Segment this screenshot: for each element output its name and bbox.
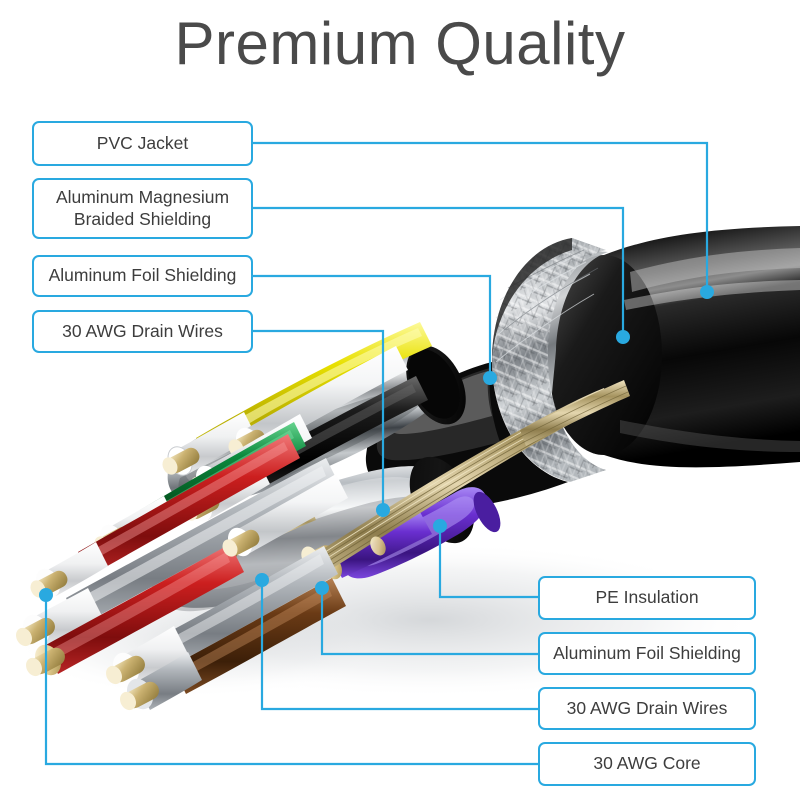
callout-pe-insulation[interactable]: PE Insulation <box>538 576 756 620</box>
callout-pvc-jacket[interactable]: PVC Jacket <box>32 121 253 166</box>
callout-line-2: Braided Shielding <box>73 208 212 229</box>
callout-drain-wires-right[interactable]: 30 AWG Drain Wires <box>538 687 756 730</box>
page-title: Premium Quality <box>174 10 626 77</box>
callout-foil-shielding-left[interactable]: Aluminum Foil Shielding <box>32 255 253 297</box>
callout-braided-shielding[interactable]: Aluminum Magnesium Braided Shielding <box>32 178 253 239</box>
inner-pair-ends <box>370 536 386 556</box>
callout-core[interactable]: 30 AWG Core <box>538 742 756 786</box>
callout-foil-shielding-right[interactable]: Aluminum Foil Shielding <box>538 632 756 675</box>
callout-line-1: Aluminum Magnesium <box>55 187 230 208</box>
callout-braided-shielding-text: Aluminum Magnesium Braided Shielding <box>56 187 229 230</box>
callout-drain-wires-left[interactable]: 30 AWG Drain Wires <box>32 310 253 353</box>
